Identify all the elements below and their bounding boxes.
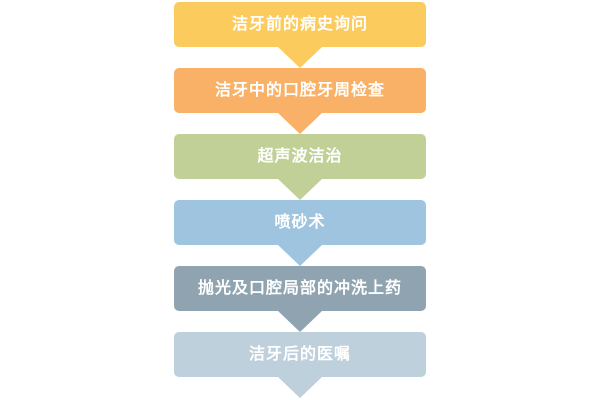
- flow-step-3: 超声波洁治: [174, 134, 426, 200]
- flow-step-6: 洁牙后的医嘱: [174, 332, 426, 398]
- down-arrow-icon: [278, 47, 322, 68]
- flow-step-6-label: 洁牙后的医嘱: [248, 345, 351, 363]
- down-arrow-icon: [278, 311, 322, 332]
- flow-step-5: 抛光及口腔局部的冲洗上药: [174, 266, 426, 332]
- down-arrow-icon: [278, 245, 322, 266]
- flow-step-3-label: 超声波洁治: [257, 147, 343, 165]
- down-arrow-icon: [278, 377, 322, 398]
- down-arrow-icon: [278, 113, 322, 134]
- flow-step-1-label: 洁牙前的病史询问: [231, 15, 368, 33]
- flow-step-4: 喷砂术: [174, 200, 426, 266]
- flow-step-2: 洁牙中的口腔牙周检查: [174, 68, 426, 134]
- flow-step-1: 洁牙前的病史询问: [174, 2, 426, 68]
- flow-step-5-label: 抛光及口腔局部的冲洗上药: [197, 279, 402, 297]
- down-arrow-icon: [278, 179, 322, 200]
- flow-step-4-label: 喷砂术: [274, 213, 326, 231]
- flow-step-2-label: 洁牙中的口腔牙周检查: [214, 81, 385, 99]
